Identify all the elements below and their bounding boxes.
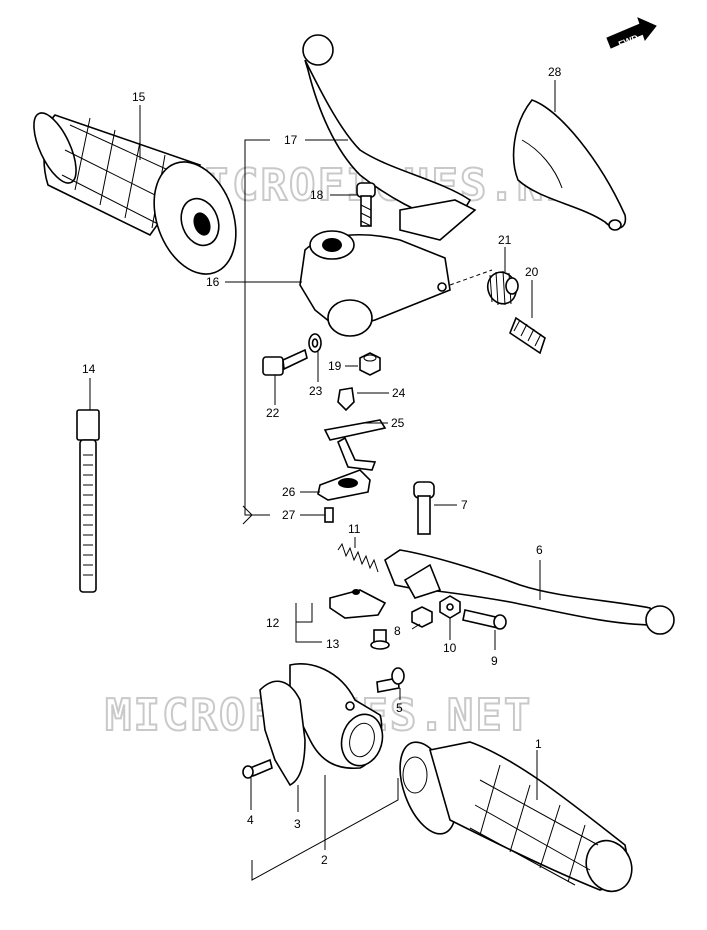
cover-screw [242,758,273,779]
callout-11: 11 [348,522,361,536]
switch-clip [337,387,355,412]
callout-8: 8 [394,624,401,638]
callout-28: 28 [548,65,562,79]
callout-27: 27 [282,508,296,522]
lever-collar-nut [411,606,433,628]
callout-25: 25 [391,416,405,430]
callout-23: 23 [309,384,323,398]
clutch-switch [317,469,371,501]
callout-12: 12 [266,616,280,630]
lever-bolt [462,609,507,630]
callout-19: 19 [328,359,342,373]
callout-4: 4 [247,813,254,827]
callout-26: 26 [282,485,296,499]
throttle-housing-cover [259,680,306,787]
fwd-arrow-icon: FWD [606,17,657,50]
lever-nut [439,595,461,619]
left-grip [33,112,237,275]
lower-brake-lever [384,549,675,635]
pivot-bolt-upper [356,182,376,227]
callout-6: 6 [536,543,543,557]
callout-24: 24 [392,386,406,400]
callout-17: 17 [284,133,298,147]
holder-bolt [262,348,308,376]
callout-20: 20 [525,265,539,279]
callout-21: 21 [498,233,512,247]
pivot-nut [359,352,381,376]
callout-15: 15 [132,90,146,104]
callout-13: 13 [326,637,340,651]
housing-screw [376,667,405,693]
return-spring [337,542,379,573]
callout-5: 5 [396,701,403,715]
callout-16: 16 [206,275,220,289]
callout-18: 18 [310,188,324,202]
callout-14: 14 [82,362,96,376]
adjuster-nut [486,270,519,306]
leader-lines [89,80,556,850]
throttle-grip [399,741,633,893]
callout-9: 9 [491,654,498,668]
washer [308,333,322,353]
callout-10: 10 [443,641,457,655]
adjuster-bolt [509,316,546,355]
switch-plate [323,419,387,471]
lever-cover [512,99,627,231]
lever-holder [299,230,493,337]
callout-7: 7 [461,498,468,512]
brake-switch [329,589,387,619]
brake-switch-screw [370,629,390,650]
throttle-housing [289,663,384,770]
callout-1: 1 [535,737,542,751]
lower-pivot-pin [413,481,435,535]
cable-tie [76,409,100,593]
switch-screw [324,507,334,523]
upper-clutch-lever [302,34,477,241]
callout-2: 2 [321,853,328,867]
callout-22: 22 [266,406,280,420]
callout-3: 3 [294,817,301,831]
